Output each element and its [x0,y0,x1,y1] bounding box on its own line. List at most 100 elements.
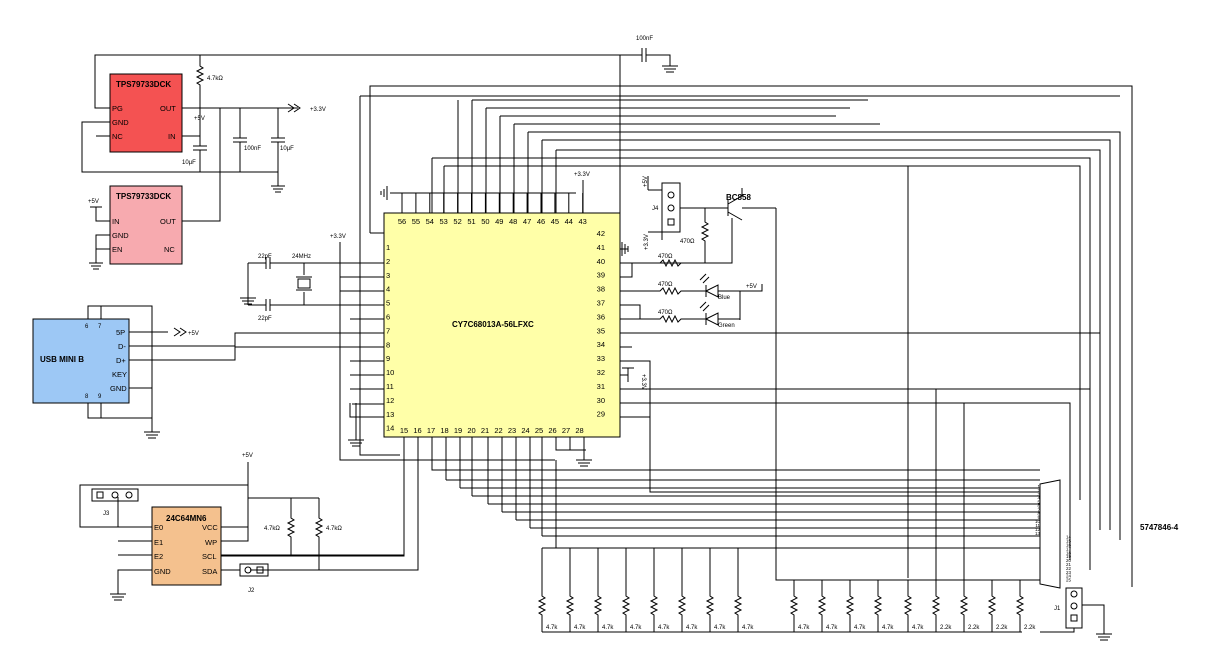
dsub-pin-14: 14 [1066,535,1072,540]
dsub-pin-15: 15 [1066,539,1072,544]
pullup-label: 4.7k [798,625,810,631]
r-pg-resistor [195,55,205,108]
r470-a-label: 470Ω [680,239,695,245]
pullup-label: 4.7k [742,625,754,631]
j1-pin-2 [1070,602,1078,610]
eeprom-name: 24C64MN6 [166,514,207,523]
reg1-pin-pg: PG [112,104,123,113]
pullup-resistor [649,548,659,632]
pullup-resistor [817,580,827,632]
pullup-label: 4.7k [546,625,558,631]
usb-gnd-wires [87,305,160,439]
cap-100n-top [635,48,678,73]
pullup-label: 2.2k [968,625,980,631]
pullup-resistor [1015,580,1025,632]
dsub-pin-1: 1 [1037,484,1040,489]
mcu-pin-51: 51 [467,217,475,226]
j3-pin-2 [111,491,119,499]
eeprom-pin-e1: E1 [154,538,163,547]
v33-p32-label: +3.3V [640,374,646,390]
mcu-pin-47: 47 [523,217,531,226]
mcu-pin-25: 25 [535,426,543,435]
dsub-pin-17: 17 [1066,546,1072,551]
v5-j4-label: +5V [643,176,649,187]
pullup-resistor [789,580,799,632]
mcu-pin-38: 38 [597,285,605,294]
cap-100n-b [233,108,247,172]
dsub-pin-3: 3 [1037,492,1040,497]
mcu-pin-20: 20 [467,426,475,435]
pin41-gnd [620,242,629,256]
mcu-pin-49: 49 [495,217,503,226]
regulator-1: TPS79733DCK PG GND NC OUT IN [109,73,183,153]
mcu-pin-21: 21 [481,426,489,435]
pullup-resistor [845,580,855,632]
mcu-pin-33: 33 [597,354,605,363]
reg2-pin-gnd: GND [112,231,129,240]
mcu-left-wires [348,318,384,447]
v5-eeprom-label: +5V [242,453,253,459]
pullup-label: 4.7k [658,625,670,631]
led-green [620,304,740,326]
usb-signal-wires [129,327,384,361]
pullup-resistor [705,548,715,632]
mcu-pin-17: 17 [427,426,435,435]
dsub-pin-8: 8 [1037,511,1040,516]
mcu-pin-24: 24 [521,426,529,435]
pullup-resistor [959,580,969,632]
v33-left-bus [339,242,555,461]
eeprom-pin-scl: SCL [202,552,217,561]
mcu-pin-4: 4 [386,285,390,294]
mcu-pin-5: 5 [386,299,390,308]
mcu-pin-26: 26 [548,426,556,435]
j4-pin-2 [667,204,675,212]
regulator-2-body [109,185,183,265]
mcu-pin-18: 18 [440,426,448,435]
mcu-pin-19: 19 [454,426,462,435]
usb-pin-key: KEY [112,370,127,379]
cap-22p-a-label: 22pF [258,254,272,260]
pullup-label: 4.7k [826,625,838,631]
pullup-resistor [621,548,631,632]
pullup-resistor [987,580,997,632]
v5-usb-label: +5V [188,331,199,337]
mcu-right-bus-wires [620,166,1101,590]
pullup-label: 4.7k [912,625,924,631]
reg1-wires [81,54,635,173]
mcu-pin-2: 2 [386,257,390,266]
mcu-pin-23: 23 [508,426,516,435]
mcu-top-gnd-bus [380,186,576,200]
eeprom-pin-vcc: VCC [202,523,218,532]
mcu-pin-30: 30 [597,396,605,405]
dsub-pin-9: 9 [1037,515,1040,520]
usb-connector: USB MINI B 6 7 8 9 5P D- D+ KEY GND [32,318,130,404]
cap-100n-b-label: 100nF [244,146,261,152]
crystal-label: 24MHz [292,254,311,260]
eeprom-pin-gnd: GND [154,567,171,576]
mcu-top-bus-wires [359,85,1133,587]
eeprom-pin-e0: E0 [154,523,163,532]
j2-pin-2 [256,566,264,574]
eeprom-pin-sda: SDA [202,567,217,576]
mcu-pin-37: 37 [597,299,605,308]
cap-100n-top-label: 100nF [636,36,653,42]
mcu-bottom-bus-wires [220,437,1040,571]
dsub-pin-18: 18 [1066,550,1072,555]
pullup-resistor [733,548,743,632]
mcu-pin-27: 27 [562,426,570,435]
jumper-j3 [91,488,139,502]
mcu-pin-13: 13 [386,410,394,419]
pullup-label: 4.7k [686,625,698,631]
v33-left-label: +3.3V [330,234,346,240]
r-pg-label: 4.7kΩ [207,76,223,82]
usb-pin-8: 8 [85,394,89,400]
pullup-resistor [873,580,883,632]
dsub-pin-11: 11 [1035,523,1040,528]
mcu-pin-9: 9 [386,354,390,363]
crystal-circuit [240,257,384,311]
dsub-connector-shell [1039,479,1061,589]
j3-label: J3 [103,511,110,517]
pullup-label: 4.7k [714,625,726,631]
